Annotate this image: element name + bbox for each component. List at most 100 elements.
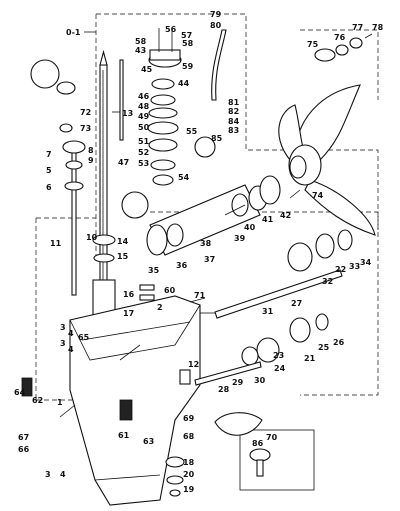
label-76: 76 <box>334 33 346 42</box>
gearcase-housing <box>69 295 201 506</box>
label-2: 2 <box>157 303 163 312</box>
label-41: 41 <box>262 215 274 224</box>
pin-2b <box>139 294 155 301</box>
pump-bolts <box>158 28 173 52</box>
label-8: 8 <box>88 146 94 155</box>
prop-shaft-31 <box>214 269 343 319</box>
water-screen-18 <box>165 456 185 468</box>
label-61: 61 <box>118 431 130 440</box>
shim-34 <box>337 229 353 251</box>
label-6: 6 <box>46 183 52 192</box>
anode-61 <box>119 399 133 421</box>
label-72: 72 <box>80 108 91 117</box>
label-25: 25 <box>318 343 330 352</box>
label-36: 36 <box>176 261 188 270</box>
leader-62 <box>59 404 76 418</box>
label-30: 30 <box>254 376 266 385</box>
detail-circle-c <box>194 136 216 158</box>
pinion-gear-25 <box>289 317 311 343</box>
label-42: 42 <box>280 211 291 220</box>
label-18: 18 <box>183 458 195 467</box>
label-4b: 4 <box>68 345 74 354</box>
label-55: 55 <box>186 127 198 136</box>
washer-41 <box>259 175 281 205</box>
grommet-73 <box>59 123 73 133</box>
bearing-carrier <box>146 175 281 256</box>
water-pump-stack <box>147 28 182 186</box>
group-frames <box>35 13 379 401</box>
label-59: 59 <box>182 62 194 71</box>
leader-1 <box>119 344 141 361</box>
label-74: 74 <box>312 191 324 200</box>
label-33: 33 <box>349 262 360 271</box>
screw-19 <box>169 489 181 497</box>
bearing-35 <box>146 224 168 256</box>
detail-circle-a <box>30 59 60 89</box>
label-56: 56 <box>165 25 177 34</box>
label-67: 67 <box>18 433 29 442</box>
label-45: 45 <box>141 65 153 74</box>
label-86: 86 <box>252 439 264 448</box>
pin-2a <box>139 284 155 291</box>
label-46: 46 <box>138 92 150 101</box>
shift-bushing <box>62 140 86 154</box>
pump-plate <box>148 107 178 119</box>
label-85: 85 <box>211 134 223 143</box>
label-24: 24 <box>274 364 286 373</box>
label-60: 60 <box>164 286 176 295</box>
label-48: 48 <box>138 102 150 111</box>
label-35: 35 <box>148 266 160 275</box>
washer-24 <box>241 346 259 366</box>
oil-seal-housing <box>148 138 178 152</box>
label-28: 28 <box>218 385 230 394</box>
label-17: 17 <box>123 309 134 318</box>
label-10: 10 <box>86 233 98 242</box>
label-4c: 4 <box>60 470 66 479</box>
shift-shaft <box>119 59 124 141</box>
part-86-inset <box>239 429 315 491</box>
pump-liner <box>150 94 176 106</box>
prop-hardware <box>314 33 373 62</box>
bearing-23 <box>256 337 280 363</box>
label-66: 66 <box>18 445 30 454</box>
pump-housing-top <box>149 49 181 61</box>
label-78: 78 <box>372 23 384 32</box>
spring-12 <box>179 369 191 385</box>
label-81: 81 <box>228 98 240 107</box>
prop-blade-upper <box>294 84 361 161</box>
leader-lines <box>59 31 301 418</box>
cover-70 <box>214 412 263 436</box>
label-50: 50 <box>138 123 150 132</box>
gasket-ring <box>150 159 176 171</box>
label-84: 84 <box>228 117 240 126</box>
label-15: 15 <box>117 252 129 261</box>
label-39: 39 <box>234 234 246 243</box>
label-58a: 58 <box>135 37 147 46</box>
label-57: 57 <box>181 31 192 40</box>
label-83: 83 <box>228 126 239 135</box>
label-20: 20 <box>183 470 195 479</box>
label-32: 32 <box>322 277 333 286</box>
label-3c: 3 <box>45 470 51 479</box>
label-44: 44 <box>178 79 190 88</box>
assembly-label-0-1: 0-1 <box>66 28 81 37</box>
label-64: 64 <box>14 388 26 397</box>
label-75: 75 <box>307 40 319 49</box>
leader-74 <box>289 189 301 199</box>
label-71: 71 <box>194 291 206 300</box>
label-63: 63 <box>143 437 154 446</box>
label-77: 77 <box>352 23 363 32</box>
label-11: 11 <box>50 239 62 248</box>
o-ring-39 <box>231 193 249 217</box>
label-58b: 58 <box>182 39 194 48</box>
label-12: 12 <box>188 360 199 369</box>
label-69: 69 <box>183 414 195 423</box>
label-14: 14 <box>117 237 129 246</box>
shift-cam <box>65 160 83 170</box>
propeller <box>278 84 376 236</box>
leader-71 <box>189 297 206 303</box>
label-9: 9 <box>88 156 94 165</box>
label-47: 47 <box>118 158 129 167</box>
